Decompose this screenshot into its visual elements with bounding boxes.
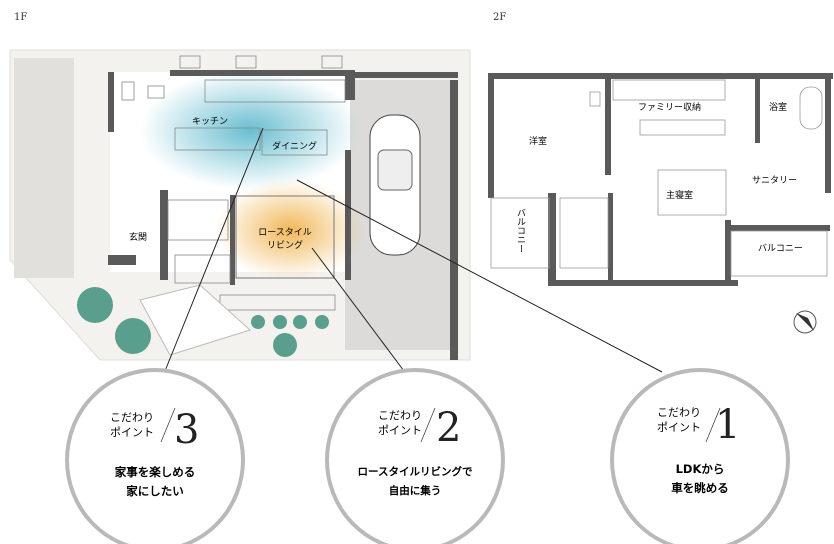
point-1-number: 1: [715, 402, 741, 448]
point-label: ポイント: [110, 426, 154, 439]
point-3-heading: こだわり ポイント: [110, 410, 154, 440]
first-floor-plan: [9, 49, 471, 361]
message-line1: 家事を楽しめる: [114, 465, 196, 479]
room-bath: 浴室: [769, 103, 788, 113]
room-sanitary: サニタリー: [752, 176, 798, 186]
kodawari-label: こだわり: [657, 406, 701, 419]
tree-icons: [77, 287, 329, 357]
side-pavement: [14, 58, 74, 278]
point-2-message: ロースタイルリビングで 自由に集う: [325, 463, 505, 501]
message-line2: 自由に集う: [388, 485, 442, 497]
kodawari-label: こだわり: [110, 411, 154, 424]
walls-2f: [488, 73, 833, 286]
point-2-number: 2: [436, 405, 462, 451]
point-1-circle: [610, 368, 790, 544]
leader-line-point-2: [311, 247, 405, 372]
room-master-bedroom: 主寝室: [666, 191, 694, 201]
second-floor-plan: [488, 73, 833, 286]
leader-lines: [164, 127, 663, 373]
point-1-message: LDKから 車を眺める: [610, 460, 790, 498]
message-line1: ロースタイルリビングで: [357, 466, 473, 478]
point-2-circle: [325, 368, 505, 544]
message-line2: 車を眺める: [671, 481, 729, 495]
walls: [108, 70, 458, 360]
north-compass-icon: [793, 310, 817, 334]
room-balcony-right: バルコニー: [758, 244, 803, 254]
point-3-number: 3: [174, 407, 200, 453]
room-western: 洋室: [529, 137, 548, 147]
point-circles: [65, 368, 790, 544]
kodawari-label: こだわり: [378, 409, 422, 422]
leader-line-point-3: [164, 127, 264, 372]
room-balcony-left: バルコニー: [515, 208, 525, 253]
room-entrance: 玄関: [129, 233, 148, 243]
car-icon: [369, 114, 421, 256]
first-floor-label: 1F: [14, 12, 28, 23]
message-line1: LDKから: [675, 462, 725, 476]
room-living-line2: リビング: [266, 241, 303, 251]
living-highlight: [215, 180, 365, 280]
point-label: ポイント: [657, 421, 701, 434]
room-living: ロースタイル リビング: [255, 227, 315, 253]
point-3-circle: [65, 368, 245, 544]
room-family-storage: ファミリー収納: [638, 103, 702, 113]
room-kitchen: キッチン: [192, 117, 229, 127]
kitchen-highlight: [140, 70, 360, 190]
message-line2: 家にしたい: [126, 484, 184, 498]
leader-line-point-1: [296, 179, 663, 373]
point-1-heading: こだわり ポイント: [657, 405, 701, 435]
point-label: ポイント: [378, 424, 422, 437]
second-floor-label: 2F: [493, 12, 507, 23]
room-living-line1: ロースタイル: [258, 228, 312, 238]
point-2-heading: こだわり ポイント: [378, 408, 422, 438]
point-3-message: 家事を楽しめる 家にしたい: [65, 463, 245, 501]
room-dining: ダイニング: [272, 142, 318, 152]
